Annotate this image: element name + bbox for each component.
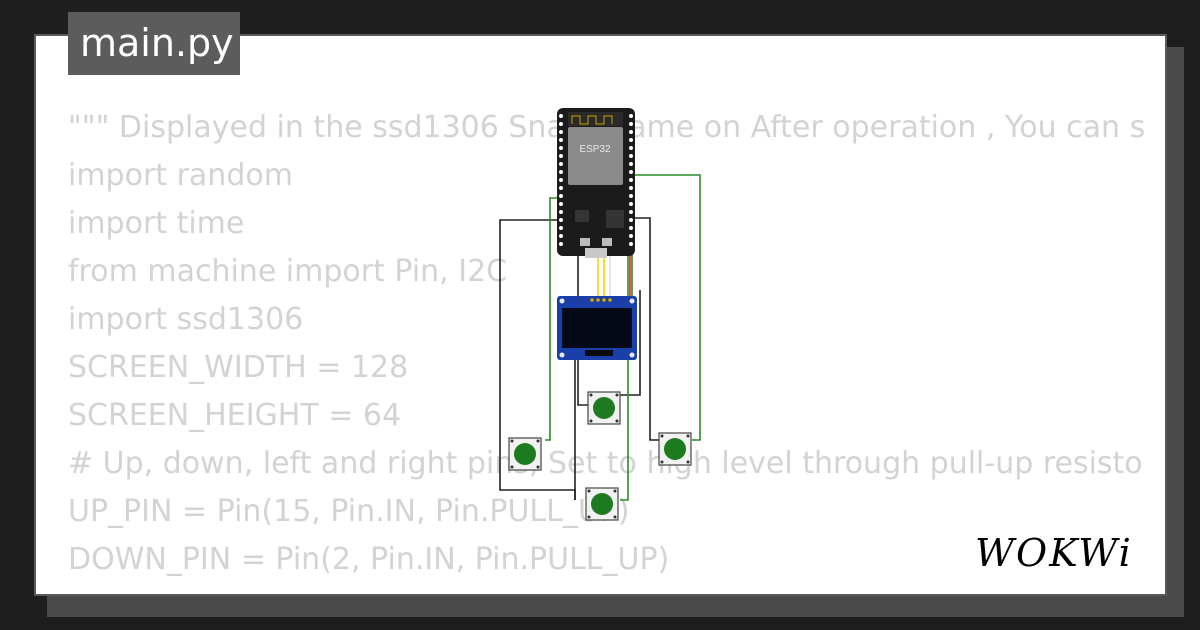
usb-port (585, 248, 607, 258)
code-line: from machine import Pin, I2C (68, 254, 508, 289)
code-line: LEFT_PIN = Pin(4, Pin.IN, Pin.PULL_UP) (68, 584, 1165, 594)
pushbutton-left (508, 437, 542, 471)
code-line: DOWN_PIN = Pin(2, Pin.IN, Pin.PULL_UP) (68, 542, 670, 577)
esp32-label: ESP32 (579, 144, 611, 155)
pushbutton-up (587, 391, 621, 425)
esp32-board: ESP32 (557, 108, 635, 258)
esp32-chip-1 (575, 210, 589, 222)
wokwi-logo-text: WOKWi (975, 531, 1133, 575)
code-line: SCREEN_WIDTH = 128 (68, 350, 409, 385)
button-boot (580, 238, 590, 246)
code-line: import random (68, 158, 293, 193)
button-en (602, 238, 612, 246)
code-preview: """ Displayed in the ssd1306 Snake game … (68, 104, 1165, 594)
wire-green-right (628, 174, 701, 441)
wire-black-up2 (620, 290, 641, 396)
oled-pins (590, 298, 612, 302)
code-line: # Up, down, left and right pins, Set to … (68, 446, 1143, 481)
code-line: SCREEN_HEIGHT = 64 (68, 398, 402, 433)
esp32-module (568, 127, 623, 185)
code-line: UP_PIN = Pin(15, Pin.IN, Pin.PULL_UP) (68, 494, 630, 529)
oled-mount-holes (559, 298, 635, 358)
code-line: import ssd1306 (68, 302, 304, 337)
esp32-pins-right (629, 114, 633, 246)
antenna-trace (571, 115, 613, 125)
oled-screen (562, 308, 632, 348)
esp32-chip-2 (606, 210, 624, 228)
pushbutton-right (658, 432, 692, 466)
pushbutton-down (585, 487, 619, 521)
file-tab-main-py[interactable]: main.py (68, 12, 240, 75)
code-line: import time (68, 206, 245, 241)
oled-ribbon (585, 350, 613, 356)
esp32-pins-left (559, 114, 563, 246)
oled-ssd1306 (557, 296, 637, 360)
wokwi-logo: WOKWi (975, 528, 1155, 578)
